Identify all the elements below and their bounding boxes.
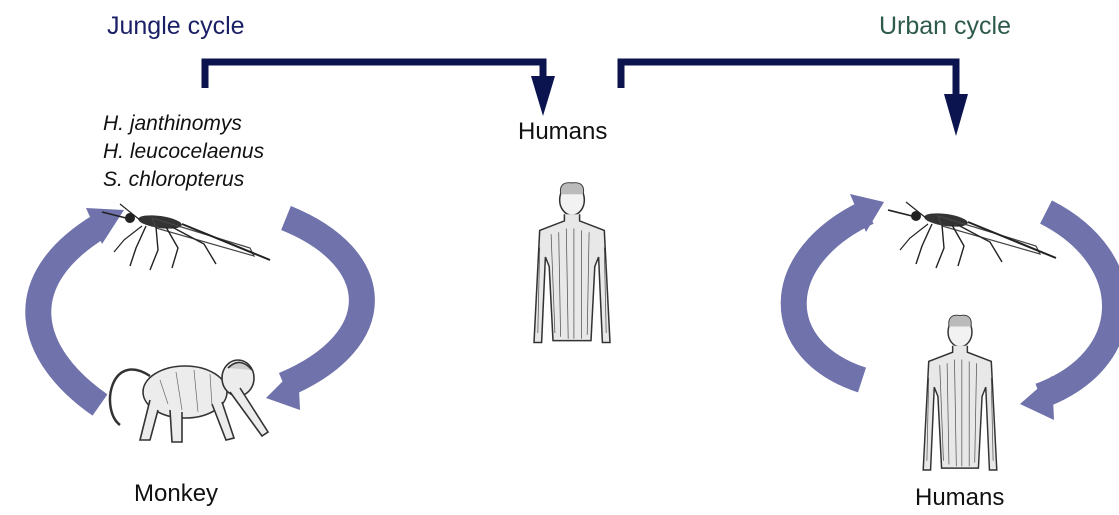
- monkey-icon: [108, 359, 270, 443]
- species-name: H. leucocelaenus: [103, 140, 265, 163]
- human-figure-icon: [922, 314, 998, 471]
- species-name: H. janthinomys: [103, 112, 242, 135]
- vector-species-list: H. janthinomys H. leucocelaenus S. chlor…: [103, 110, 264, 194]
- mosquito-icon: [101, 203, 271, 271]
- human-figure-icon: [533, 181, 611, 344]
- species-name: S. chloropterus: [103, 168, 245, 191]
- jungle-host-label: Monkey: [134, 480, 219, 507]
- jungle-cycle-left-arrow: [25, 208, 124, 416]
- urban-cycle-left-arrow: [780, 194, 884, 393]
- humans-to-urban-arrow: [617, 58, 968, 136]
- jungle-cycle-right-arrow: [266, 205, 375, 410]
- urban-host-label: Humans: [915, 484, 1005, 511]
- center-host-label: Humans: [518, 118, 608, 145]
- urban-cycle-right-arrow: [1020, 200, 1119, 420]
- jungle-cycle-title: Jungle cycle: [107, 12, 245, 40]
- jungle-to-humans-arrow: [201, 58, 555, 116]
- urban-cycle-title: Urban cycle: [879, 12, 1011, 40]
- mosquito-icon: [887, 201, 1057, 269]
